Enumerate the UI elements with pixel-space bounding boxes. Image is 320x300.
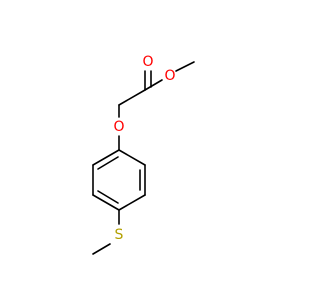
atom-ether-oxygen: O xyxy=(113,119,124,135)
atom-sulfur: S xyxy=(115,227,124,243)
atom-carbonyl-oxygen: O xyxy=(142,54,153,70)
molecule-diagram: O O O S xyxy=(92,54,195,255)
bond-ring-3-4 xyxy=(92,194,120,211)
bond-ring-4-5 xyxy=(118,194,146,211)
bond-layer xyxy=(92,61,195,255)
bond-sulfur-methyl xyxy=(92,243,111,255)
atom-ester-oxygen: O xyxy=(164,68,175,84)
bond-ester-o-carbonyl-c xyxy=(144,79,163,91)
bond-ring-6-1 xyxy=(118,149,146,166)
bond-ring-1-2 xyxy=(92,149,120,166)
atom-label-layer: O O O S xyxy=(113,54,175,243)
bond-methyl-ester-o xyxy=(175,61,195,72)
bond-ring-inner-1 xyxy=(97,156,119,170)
bond-carbonyl-ch2 xyxy=(118,89,146,106)
bond-ring-inner-2 xyxy=(97,190,119,204)
structure-canvas: O O O S xyxy=(92,54,195,255)
